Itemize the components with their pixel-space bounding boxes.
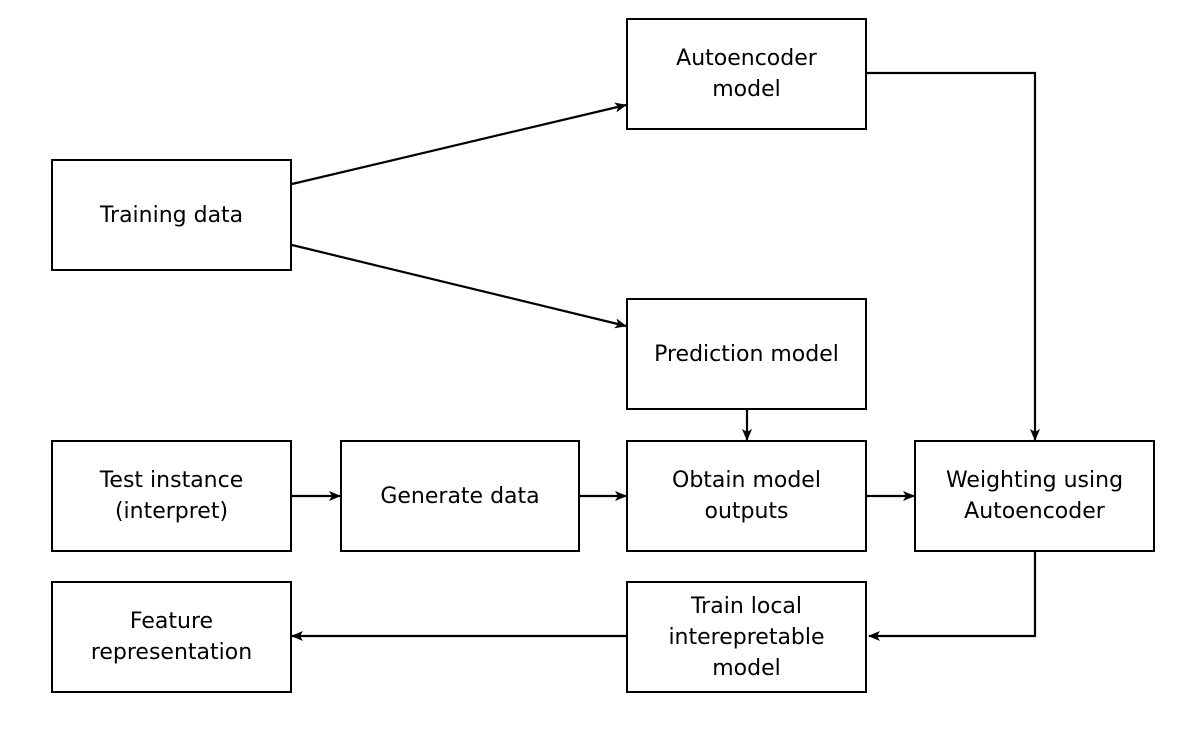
node-autoencoder-model: Autoencoder model: [626, 18, 867, 130]
node-test-instance: Test instance (interpret): [51, 440, 292, 552]
node-prediction-model-label: Prediction model: [654, 341, 839, 367]
node-train-local-model-line-2: interepretable: [668, 624, 825, 650]
node-autoencoder-model-line-1: Autoencoder: [676, 46, 817, 71]
node-weighting-autoencoder: Weighting using Autoencoder: [914, 440, 1155, 552]
node-feature-representation: Feature representation: [51, 581, 292, 693]
node-training-data: Training data: [51, 159, 292, 271]
node-train-local-model: Train local interepretable model: [626, 581, 867, 693]
node-generate-data: Generate data: [340, 440, 580, 552]
node-train-local-model-line-1: Train local: [690, 593, 803, 619]
node-prediction-model: Prediction model: [626, 298, 867, 410]
node-weighting-autoencoder-line-1: Weighting using: [945, 468, 1124, 493]
node-generate-data-label: Generate data: [380, 483, 540, 509]
node-obtain-model-outputs: Obtain model outputs: [626, 440, 867, 552]
node-test-instance-line-2: (interpret): [114, 499, 229, 524]
node-feature-representation-line-2: representation: [90, 640, 253, 665]
edge-training-to-autoencoder: [291, 102, 627, 186]
edge-weighting-to-train: [868, 552, 1037, 641]
node-feature-representation-line-1: Feature: [129, 609, 214, 634]
edge-training-to-prediction: [291, 243, 627, 329]
node-autoencoder-model-line-2: model: [712, 77, 781, 102]
node-weighting-autoencoder-line-2: Autoencoder: [964, 499, 1105, 524]
node-obtain-model-outputs-line-1: Obtain model: [672, 468, 821, 493]
edge-autoencoder-to-weighting: [867, 71, 1040, 441]
node-train-local-model-line-3: model: [712, 655, 781, 681]
node-test-instance-line-1: Test instance: [99, 468, 244, 493]
node-obtain-model-outputs-line-2: outputs: [704, 499, 789, 524]
node-training-data-label: Training data: [99, 202, 244, 228]
